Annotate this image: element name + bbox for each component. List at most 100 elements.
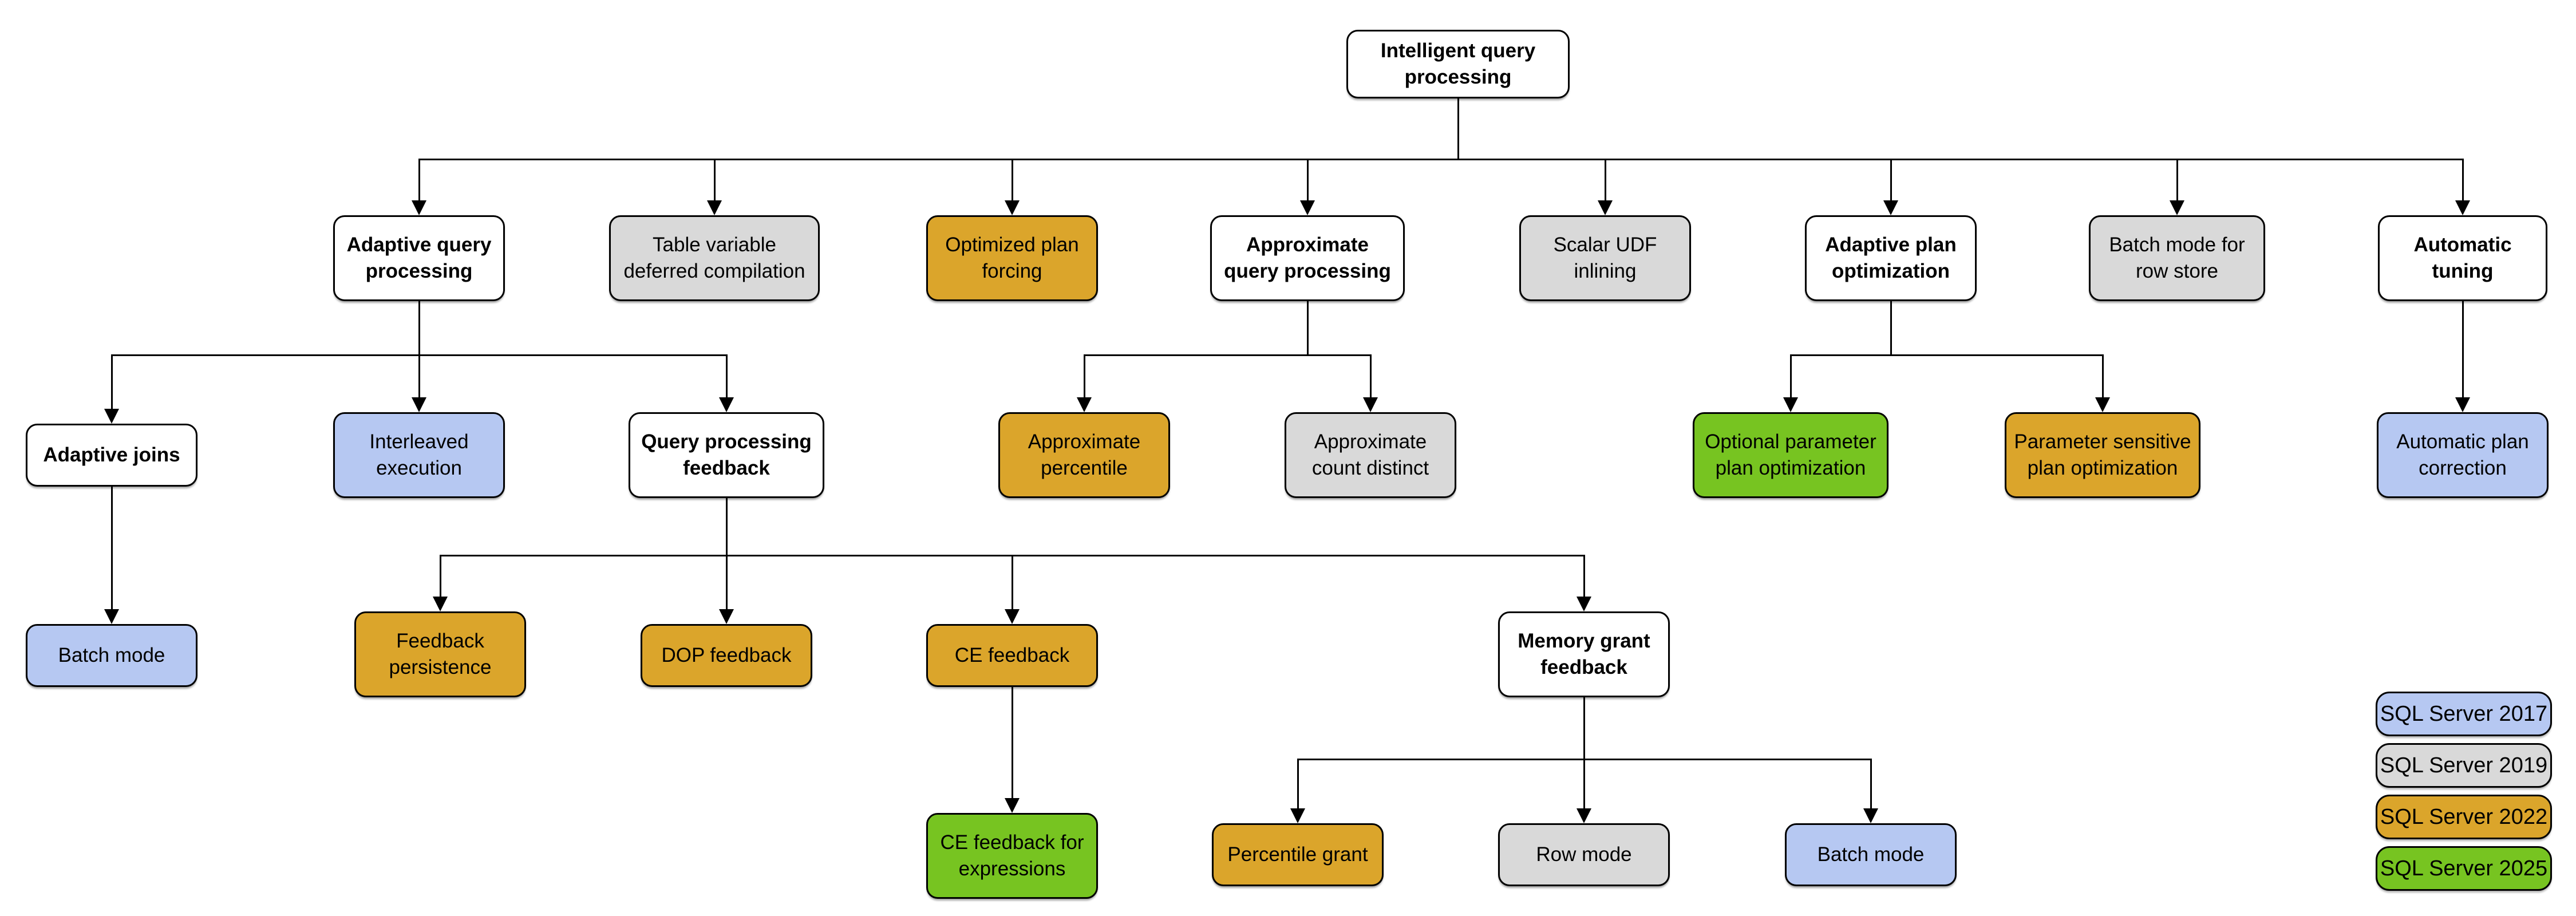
arrowhead-icon [1005,798,1020,813]
node-label: Parameter sensitive plan optimization [2014,431,2191,479]
legend-item-sql-server-2022: SQL Server 2022 [2376,795,2552,839]
node-query-processing-feedback: Query processing feedback [629,412,824,498]
node-interleaved-execution: Interleaved execution [333,412,505,498]
legend-item-sql-server-2025: SQL Server 2025 [2376,846,2552,891]
edge-line [1583,759,1585,810]
edge-line [725,355,728,398]
edge-line [110,355,113,410]
node-label: Adaptive joins [43,444,180,466]
arrowhead-icon [1077,397,1092,412]
arrowhead-icon [412,397,426,412]
node-label: CE feedback [954,644,1070,666]
edge-line [418,158,2464,160]
edge-line [418,355,420,398]
arrowhead-icon [1863,808,1878,823]
edge-line [439,554,1585,556]
node-label: Query processing feedback [641,431,812,479]
node-approximate-query-processing: Approximate query processing [1210,215,1405,301]
node-label: Scalar UDF inlining [1553,234,1657,282]
arrowhead-icon [719,609,734,624]
node-adaptive-query-processing: Adaptive query processing [333,215,505,301]
legend-item-sql-server-2019: SQL Server 2019 [2376,743,2552,788]
node-label: Row mode [1536,843,1632,866]
node-label: Approximate count distinct [1311,431,1429,479]
edge-line [1870,759,1872,810]
node-dop-feedback: DOP feedback [641,624,812,687]
edge-line [1369,355,1372,398]
node-label: Table variable deferred compilation [623,234,805,282]
arrowhead-icon [2455,397,2470,412]
edge-line [1890,301,1892,355]
edge-line [2101,355,2104,398]
node-label: Batch mode [58,644,165,666]
node-label: Adaptive query processing [346,234,492,282]
edge-line [1789,354,2104,356]
legend-label: SQL Server 2022 [2380,805,2548,829]
node-parameter-sensitive-plan-optimization: Parameter sensitive plan optimization [2005,412,2200,498]
arrowhead-icon [707,200,722,215]
edge-line [1583,555,1585,598]
edge-line [1011,159,1013,202]
edge-line [110,354,728,356]
arrowhead-icon [1005,200,1020,215]
node-approximate-count-distinct: Approximate count distinct [1285,412,1456,498]
edge-line [1604,159,1606,202]
arrowhead-icon [1363,397,1378,412]
node-row-mode: Row mode [1498,823,1670,886]
node-label: Optimized plan forcing [945,234,1079,282]
node-approximate-percentile: Approximate percentile [998,412,1170,498]
edge-line [725,555,728,610]
node-automatic-plan-correction: Automatic plan correction [2377,412,2549,498]
legend-label: SQL Server 2019 [2380,753,2548,777]
node-label: Batch mode [1817,843,1925,866]
edge-line [1011,687,1013,799]
node-automatic-tuning: Automatic tuning [2378,215,2547,301]
node-batch-mode-for-row-store: Batch mode for row store [2089,215,2265,301]
arrowhead-icon [412,200,426,215]
node-label: Feedback persistence [389,630,492,678]
node-label: DOP feedback [661,644,792,666]
edge-line [418,301,420,355]
edge-line [439,555,441,598]
node-label: Memory grant feedback [1518,630,1650,678]
node-batch-mode-memory-grant: Batch mode [1785,823,1957,886]
edge-line [2462,159,2464,202]
legend-label: SQL Server 2025 [2380,856,2548,881]
edge-line [1890,159,1892,202]
arrowhead-icon [1005,609,1020,624]
node-label: CE feedback for expressions [940,831,1084,880]
node-percentile-grant: Percentile grant [1212,823,1384,886]
node-memory-grant-feedback: Memory grant feedback [1498,611,1670,697]
arrowhead-icon [719,397,734,412]
node-label: Intelligent query processing [1380,40,1536,88]
arrowhead-icon [1577,597,1591,611]
arrowhead-icon [1577,808,1591,823]
node-label: Optional parameter plan optimization [1705,431,1876,479]
legend-item-sql-server-2017: SQL Server 2017 [2376,692,2552,736]
node-feedback-persistence: Feedback persistence [354,611,526,697]
node-adaptive-joins: Adaptive joins [26,424,197,487]
edge-line [713,159,716,202]
arrowhead-icon [104,609,119,624]
node-label: Interleaved execution [369,431,469,479]
edge-line [1789,355,1792,398]
arrowhead-icon [1290,808,1305,823]
node-label: Automatic plan correction [2396,431,2529,479]
edge-line [110,487,113,610]
edge-line [1457,98,1459,159]
edge-line [418,159,420,202]
arrowhead-icon [1300,200,1315,215]
edge-line [2176,159,2178,202]
edge-line [1011,555,1013,610]
edge-line [2462,301,2464,398]
arrowhead-icon [2455,200,2470,215]
edge-line [1583,697,1585,759]
node-batch-mode-adaptive-joins: Batch mode [26,624,197,687]
edge-line [1083,355,1085,398]
node-label: Approximate percentile [1028,431,1141,479]
edge-line [1297,759,1299,810]
node-adaptive-plan-optimization: Adaptive plan optimization [1805,215,1977,301]
edge-line [1306,301,1309,355]
edge-line [1083,354,1372,356]
